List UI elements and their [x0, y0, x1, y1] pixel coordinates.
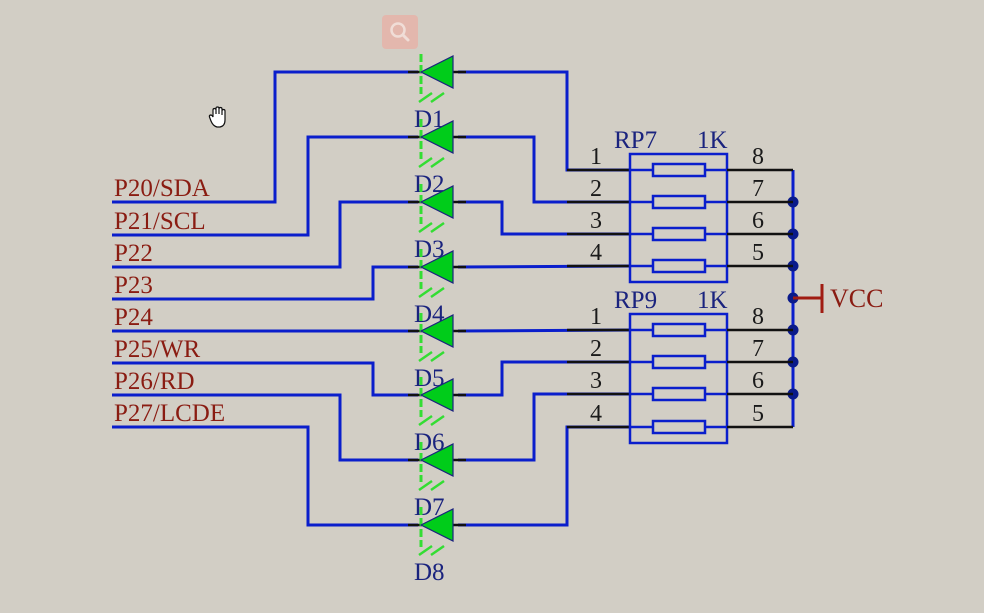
led-d5: D5: [408, 313, 466, 392]
wire-p22: [112, 200, 418, 269]
rp-right-pin-number: 5: [752, 240, 764, 266]
wires-layer: [112, 70, 799, 527]
rp-ref-label: RP9: [614, 287, 657, 314]
led-triangle: [419, 120, 454, 154]
rp-left-pin-number: 4: [590, 401, 602, 427]
net-label: P25/WR: [114, 336, 200, 363]
vcc-power-symbol[interactable]: VCC: [793, 284, 883, 313]
zoom-button[interactable]: [382, 15, 418, 49]
led-emission-arrow: [418, 221, 433, 234]
net-label: P24: [114, 304, 153, 331]
led-triangle: [419, 508, 454, 542]
led-ref-label: D8: [414, 559, 445, 586]
net-label: P27/LCDE: [114, 400, 225, 427]
led-d8: D8: [408, 507, 466, 586]
rp-right-pin-number: 8: [752, 304, 764, 330]
led-emission-arrow: [430, 221, 445, 234]
vcc-label: VCC: [830, 284, 883, 313]
rp-left-pin-number: 1: [590, 144, 602, 170]
wire-d3-to-rp7: [458, 200, 630, 236]
rp-body: [628, 152, 729, 284]
rp-value-label: 1K: [697, 127, 728, 154]
resistor-element: [651, 386, 707, 402]
resistor-element: [651, 226, 707, 242]
wire-p27lcde: [112, 425, 418, 527]
led-emission-arrow: [430, 156, 445, 169]
led-emission-arrow: [430, 350, 445, 363]
led-d1: D1: [408, 54, 466, 133]
rp-right-pin-number: 8: [752, 144, 764, 170]
led-emission-arrow: [430, 91, 445, 104]
resistor-pack-rp9: RP9 1K 1 8 2 7 3 6 4 5: [590, 287, 793, 445]
led-emission-arrow: [418, 156, 433, 169]
led-triangle: [419, 185, 454, 219]
led-d7: D7: [408, 442, 466, 521]
net-label: P22: [114, 240, 153, 267]
net-label: P20/SDA: [114, 175, 210, 202]
resistor-element: [651, 162, 707, 178]
resistor-element: [651, 322, 707, 338]
rp-right-pin-number: 7: [752, 336, 764, 362]
led-triangle: [419, 443, 454, 477]
rp-body: [628, 312, 729, 445]
led-emission-arrow: [418, 91, 433, 104]
led-emission-arrow: [430, 286, 445, 299]
led-d3: D3: [408, 184, 466, 263]
wire-d8-to-rp9: [458, 425, 630, 527]
resistor-pack-rp7: RP7 1K 1 8 2 7 3 6 4 5: [590, 127, 793, 284]
rp-left-pin-number: 2: [590, 336, 602, 362]
net-label: P21/SCL: [114, 208, 206, 235]
net-label: P26/RD: [114, 368, 195, 395]
led-emission-arrow: [430, 414, 445, 427]
wire-p26rd: [112, 393, 418, 462]
rp-right-pin-number: 7: [752, 176, 764, 202]
led-emission-arrow: [418, 414, 433, 427]
led-emission-arrow: [430, 479, 445, 492]
resistor-element: [651, 194, 707, 210]
led-emission-arrow: [418, 544, 433, 557]
rp-left-pin-number: 3: [590, 208, 602, 234]
magnifier-icon: [390, 22, 410, 42]
wire-p25wr: [112, 361, 418, 397]
led-d4: D4: [408, 249, 466, 328]
rp-right-pin-number: 6: [752, 208, 764, 234]
led-emission-arrow: [418, 286, 433, 299]
led-emission-arrow: [418, 350, 433, 363]
led-triangle: [419, 250, 454, 284]
rp-ref-label: RP7: [614, 127, 657, 154]
led-triangle: [419, 378, 454, 412]
rp-left-pin-number: 1: [590, 304, 602, 330]
wire-d1-to-rp7: [458, 70, 630, 172]
led-emission-arrow: [430, 544, 445, 557]
resistor-element: [651, 419, 707, 435]
rp-value-label: 1K: [697, 287, 728, 314]
wire-p23: [112, 265, 418, 301]
rp-left-pin-number: 3: [590, 368, 602, 394]
led-triangle: [419, 55, 454, 89]
resistor-element: [651, 354, 707, 370]
hand-cursor-icon: [208, 106, 226, 128]
resistor-element: [651, 258, 707, 274]
led-triangle: [419, 314, 454, 348]
wire-p20sda: [112, 70, 418, 204]
rp-right-pin-number: 5: [752, 401, 764, 427]
net-label: P23: [114, 272, 153, 299]
led-emission-arrow: [418, 479, 433, 492]
rp-left-pin-number: 4: [590, 240, 602, 266]
rp-left-pin-number: 2: [590, 176, 602, 202]
wire-p21scl: [112, 135, 418, 237]
wire-d6-to-rp9: [458, 360, 630, 397]
rp-right-pin-number: 6: [752, 368, 764, 394]
